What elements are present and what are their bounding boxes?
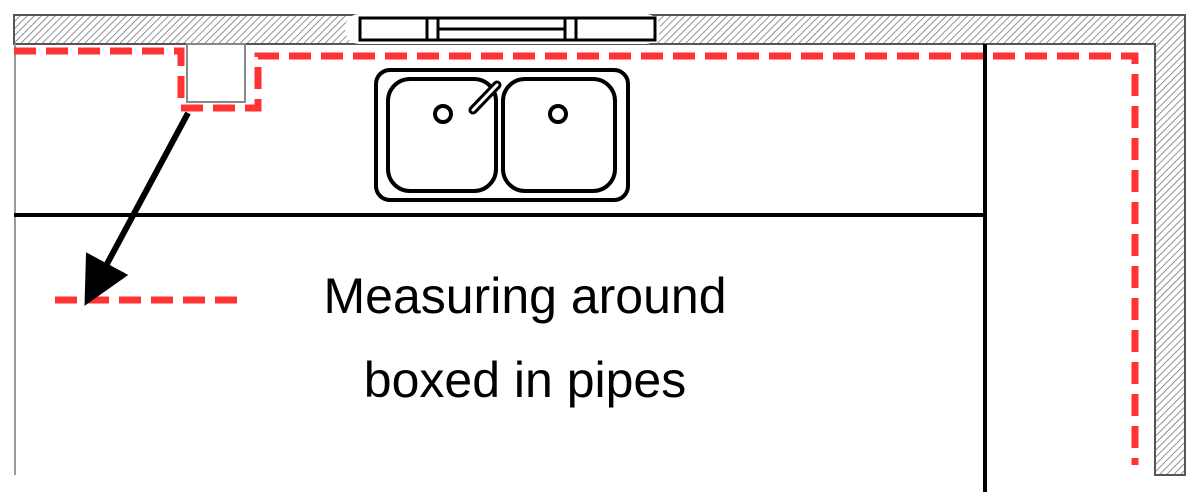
legend-label-line1: Measuring around [323, 268, 727, 324]
countertop-lines [14, 44, 987, 492]
sink-icon [374, 68, 630, 202]
arrow-icon [84, 111, 191, 306]
boxed-pipes [186, 43, 246, 103]
legend-label-line2: boxed in pipes [363, 352, 687, 408]
window-icon [345, 14, 660, 44]
walls [13, 14, 1186, 476]
measurement-line [14, 47, 1139, 465]
